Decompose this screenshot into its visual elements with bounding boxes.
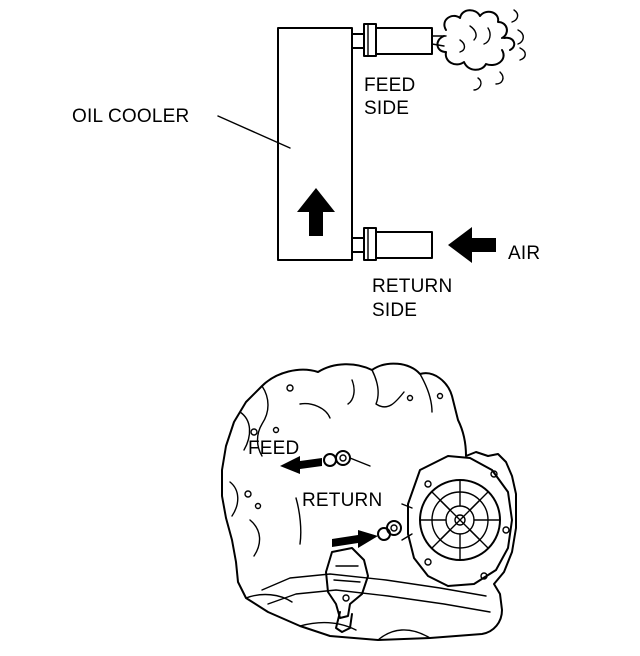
return-fitting [377, 520, 402, 541]
return-side-label-line1: RETURN [372, 276, 452, 297]
cloud-puff-icon [431, 9, 526, 91]
air-direction-arrow-icon [448, 227, 496, 263]
return-side-label-line2: SIDE [372, 300, 417, 321]
feed-side-label-line2: SIDE [364, 98, 409, 119]
side-cover [401, 455, 513, 587]
oil-cooler-body [277, 27, 353, 261]
bracket-assembly [325, 547, 369, 633]
feed-arrow-icon [280, 456, 322, 474]
flow-up-arrow-icon [297, 188, 335, 236]
feed-side-label-line1: FEED [364, 75, 415, 96]
oil-cooler-schematic: OIL COOLER FEED SIDE AIR RETURN SIDE [72, 9, 540, 321]
feed-fitting [323, 450, 371, 467]
oil-cooler-leader-line [217, 115, 291, 149]
air-label: AIR [508, 243, 540, 264]
return-arrow-icon [332, 530, 378, 548]
return-label: RETURN [302, 490, 382, 511]
transaxle-case-outline [221, 362, 517, 641]
return-side-fitting [351, 227, 433, 261]
transaxle-illustration: FEED RETURN [221, 362, 517, 641]
oil-cooler-label: OIL COOLER [72, 106, 189, 127]
feed-label: FEED [248, 438, 299, 459]
feed-side-fitting [351, 23, 433, 57]
